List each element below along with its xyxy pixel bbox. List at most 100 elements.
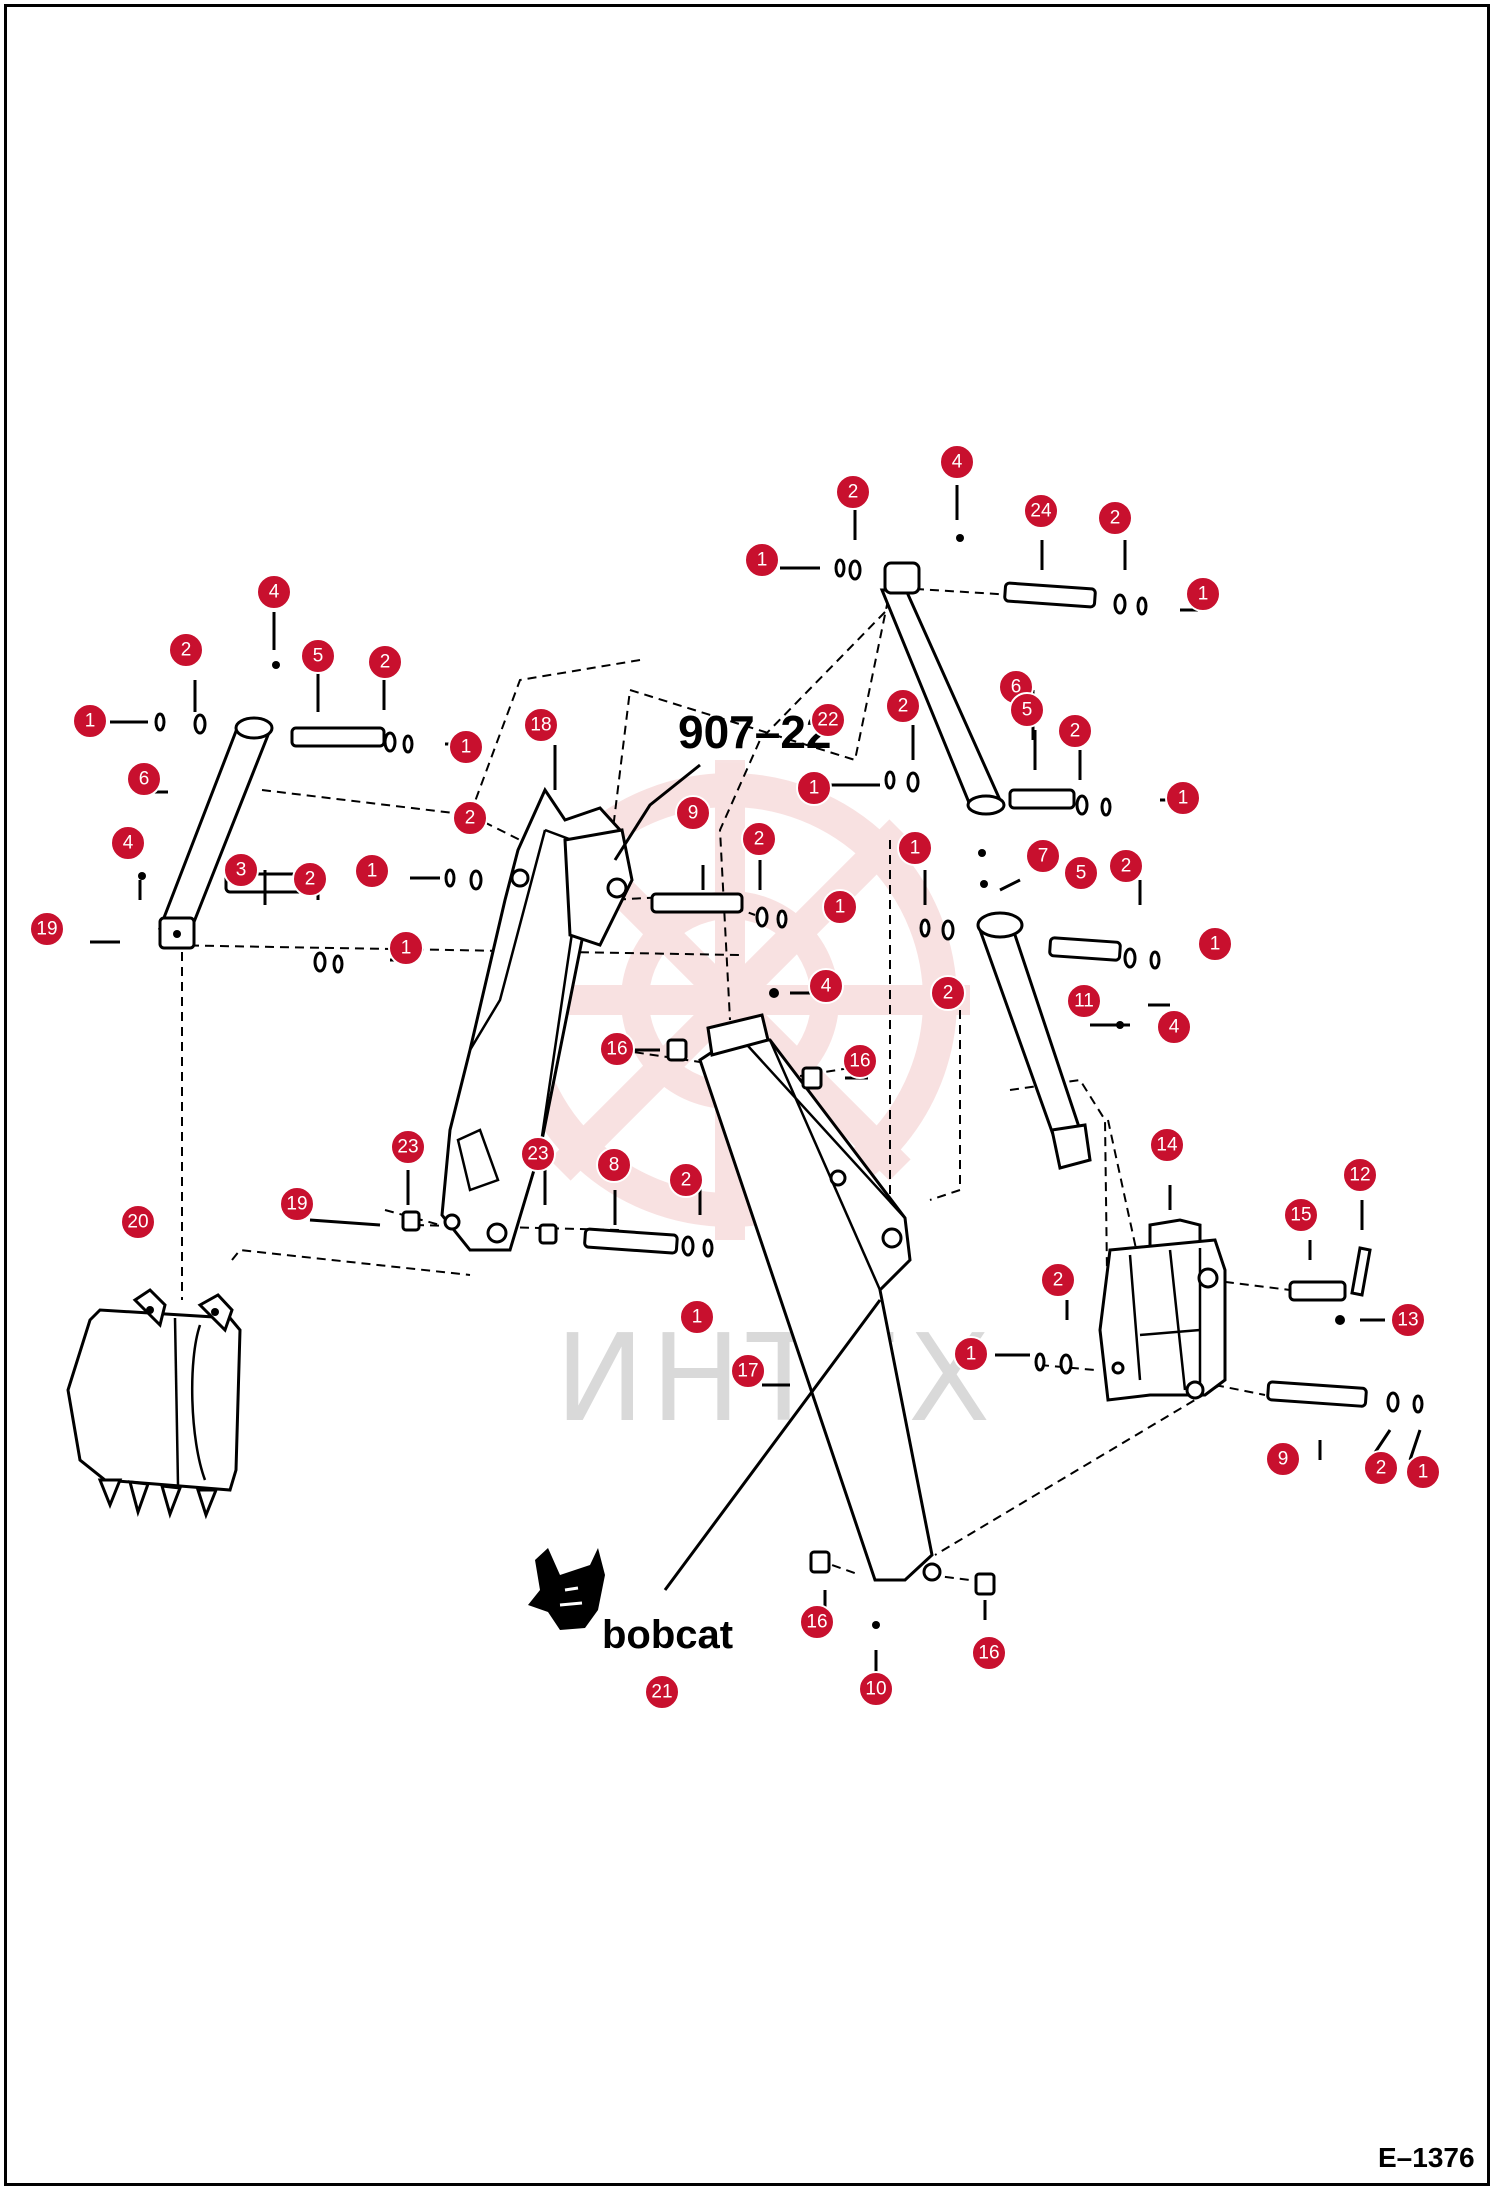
callout-1: 1 (1185, 576, 1221, 612)
callout-bubble (1063, 855, 1099, 891)
callout-bubble (644, 1674, 680, 1710)
callout-bubble (256, 574, 292, 610)
callout-bubble (810, 702, 846, 738)
callout-number: 2 (681, 1170, 692, 1191)
callout-bubble (1108, 848, 1144, 884)
watermark-text: ИНТЕХ (555, 1310, 996, 1449)
callout-bubble (1025, 838, 1061, 874)
callout-1: 1 (448, 729, 484, 765)
callout-number: 23 (397, 1137, 418, 1158)
callout-number: 1 (757, 550, 768, 571)
callout-21: 21 (644, 1674, 680, 1710)
pins-and-hardware (138, 534, 1372, 1629)
callout-8: 8 (596, 1147, 632, 1183)
callout-bubble (1023, 493, 1059, 529)
callout-number: 1 (1418, 1462, 1429, 1483)
callout-number: 2 (1110, 508, 1121, 529)
callout-number: 7 (1038, 846, 1049, 867)
callout-bubble (292, 861, 328, 897)
callout-1: 1 (822, 889, 858, 925)
logo-text: bobcat (602, 1613, 733, 1657)
callout-number: 2 (898, 696, 909, 717)
callout-bubble (744, 542, 780, 578)
callout-bubble (930, 975, 966, 1011)
callout-number: 17 (737, 1361, 758, 1382)
callout-19: 19 (29, 911, 65, 947)
callout-1: 1 (744, 542, 780, 578)
callout-1: 1 (953, 1336, 989, 1372)
callout-2: 2 (668, 1162, 704, 1198)
callout-bubble (953, 1336, 989, 1372)
callout-16: 16 (799, 1604, 835, 1640)
callout-10: 10 (858, 1671, 894, 1707)
callout-bubble (599, 1031, 635, 1067)
callout-number: 1 (1178, 788, 1189, 809)
callout-bubble (1363, 1450, 1399, 1486)
callout-number: 21 (651, 1682, 672, 1703)
callout-2: 2 (1057, 713, 1093, 749)
callout-4: 4 (256, 574, 292, 610)
callout-20: 20 (120, 1204, 156, 1240)
callout-number: 18 (530, 715, 551, 736)
callout-2: 2 (885, 688, 921, 724)
callout-number: 16 (606, 1039, 627, 1060)
swing-cylinder (976, 911, 1092, 1170)
callout-18: 18 (523, 707, 559, 743)
callout-bubble (885, 688, 921, 724)
callout-1: 1 (1405, 1454, 1441, 1490)
callout-bubble (279, 1186, 315, 1222)
callout-1: 1 (388, 930, 424, 966)
callout-11: 11 (1066, 983, 1102, 1019)
callout-bubble (1165, 780, 1201, 816)
callout-bubble (1405, 1454, 1441, 1490)
callout-16: 16 (842, 1043, 878, 1079)
callout-number: 2 (305, 869, 316, 890)
callout-3: 3 (223, 852, 259, 888)
callout-number: 2 (1053, 1270, 1064, 1291)
callout-number: 1 (1210, 934, 1221, 955)
callout-number: 16 (849, 1051, 870, 1072)
callout-1: 1 (796, 770, 832, 806)
callout-bubble (1057, 713, 1093, 749)
callout-leaders (90, 485, 1422, 1680)
callout-bubble (1283, 1197, 1319, 1233)
callout-7: 7 (1025, 838, 1061, 874)
callout-bubble (29, 911, 65, 947)
bucket (66, 1288, 242, 1520)
callout-number: 5 (1076, 863, 1087, 884)
callout-6: 6 (126, 761, 162, 797)
callout-5: 5 (300, 638, 336, 674)
callout-bubble (523, 707, 559, 743)
callout-2: 2 (1108, 848, 1144, 884)
callout-number: 5 (1022, 700, 1033, 721)
callout-number: 2 (1376, 1458, 1387, 1479)
callout-12: 12 (1342, 1157, 1378, 1193)
callout-number: 16 (978, 1643, 999, 1664)
callout-bubble (452, 800, 488, 836)
callout-bubble (448, 729, 484, 765)
callout-16: 16 (599, 1031, 635, 1067)
callout-number: 22 (817, 710, 838, 731)
callout-number: 24 (1030, 501, 1052, 522)
page-border (4, 4, 1490, 2186)
callout-2: 2 (452, 800, 488, 836)
callout-9: 9 (675, 795, 711, 831)
callout-bubble (520, 1136, 556, 1172)
callout-bubble (971, 1635, 1007, 1671)
swing-frame (1098, 1218, 1227, 1402)
callout-number: 11 (1074, 991, 1094, 1012)
callout-number: 3 (236, 860, 247, 881)
callout-number: 1 (367, 861, 378, 882)
dipper-cylinder (879, 561, 1006, 816)
callout-bubble (223, 852, 259, 888)
callout-bubble (842, 1043, 878, 1079)
callout-bubble (300, 638, 336, 674)
callout-bubble (939, 444, 975, 480)
callout-bubble (1197, 926, 1233, 962)
callout-number: 15 (1290, 1205, 1311, 1226)
callout-number: 2 (754, 829, 765, 850)
callout-2: 2 (1040, 1262, 1076, 1298)
callout-1: 1 (897, 830, 933, 866)
callout-number: 2 (1070, 721, 1081, 742)
